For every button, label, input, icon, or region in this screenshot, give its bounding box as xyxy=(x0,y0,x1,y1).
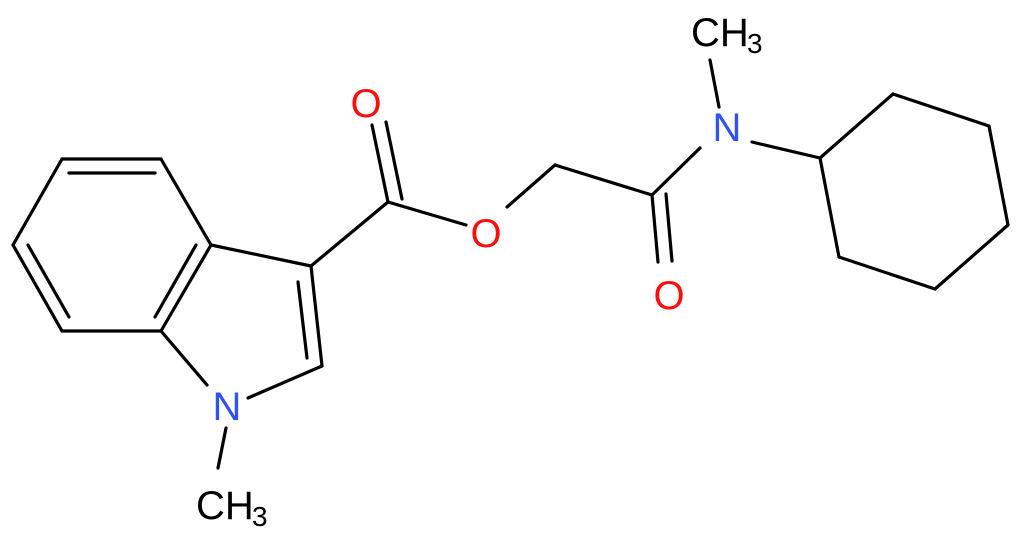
indole-nitrogen-label: N xyxy=(213,385,242,429)
aromatic-inner-bond xyxy=(296,280,309,360)
bond xyxy=(933,223,1010,291)
bond xyxy=(818,156,841,259)
bond xyxy=(216,426,228,470)
bond xyxy=(246,364,324,400)
n-methyl-top-label: CH 3 xyxy=(691,11,763,59)
methyl-label: CH xyxy=(691,11,749,55)
n-methyl-bottom-label: CH 3 xyxy=(196,484,268,532)
benzene-ring xyxy=(11,157,213,333)
aromatic-inner-bond xyxy=(26,243,71,319)
double-bond xyxy=(650,193,660,264)
ester-carbonyl-oxygen-label: O xyxy=(350,82,381,126)
cyclohexane-ring xyxy=(818,92,1010,291)
amide-nitrogen-label: N xyxy=(713,106,742,150)
bond xyxy=(750,140,822,160)
ester-group xyxy=(309,120,654,268)
double-bond xyxy=(664,192,674,263)
bond xyxy=(159,329,209,387)
bond xyxy=(891,92,991,128)
bond xyxy=(650,146,702,197)
double-bond xyxy=(370,123,390,204)
amide-carbonyl-oxygen-label: O xyxy=(653,274,684,318)
bond xyxy=(209,243,313,268)
bond xyxy=(11,243,64,333)
bond xyxy=(386,200,468,227)
aromatic-inner-bond xyxy=(153,243,198,319)
bond xyxy=(837,255,937,291)
amide-group xyxy=(650,58,822,264)
double-bond xyxy=(384,120,404,201)
bond xyxy=(309,264,324,368)
pyrrole-ring xyxy=(159,243,324,470)
bond xyxy=(553,163,654,197)
bond xyxy=(505,163,557,209)
bond xyxy=(159,243,213,333)
bond xyxy=(159,157,213,247)
bond xyxy=(818,92,895,160)
bond xyxy=(309,200,390,268)
bond xyxy=(11,157,64,247)
bond xyxy=(987,124,1010,227)
methyl-subscript: 3 xyxy=(252,501,268,532)
ester-oxygen-label: O xyxy=(470,212,501,256)
bond xyxy=(708,58,721,109)
methyl-subscript: 3 xyxy=(747,28,763,59)
methyl-label: CH xyxy=(196,484,254,528)
